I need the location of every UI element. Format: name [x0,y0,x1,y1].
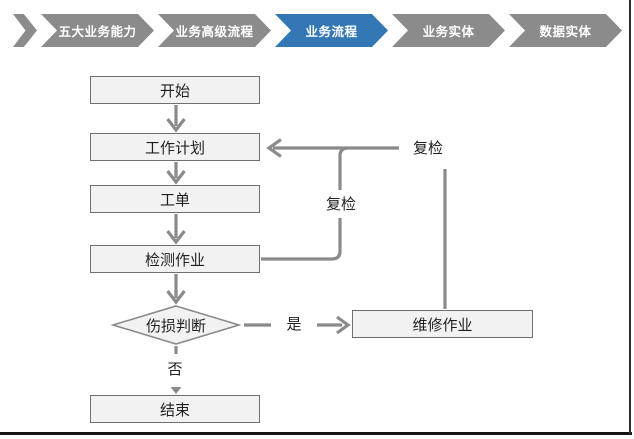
arrowhead-down-icon [166,118,186,133]
nav-item-data-entity[interactable]: 数据实体 [509,14,622,47]
node-label: 结束 [159,400,190,419]
node-label: 维修作业 [412,315,473,334]
edge-label-recheck-outer: 复检 [403,138,453,158]
breadcrumb-nav: 五大业务能力 业务高级流程 业务流程 业务实体 数据实体 [13,14,622,47]
nav-item-five-capabilities[interactable]: 五大业务能力 [41,14,154,47]
node-label: 伤损判断 [145,316,206,335]
nav-item-business-process-active[interactable]: 业务流程 [275,14,388,47]
flow-node-inspection-job: 检测作业 [90,245,260,273]
arrowhead-right-icon [336,315,351,335]
flow-node-damage-decision: 伤损判断 [126,315,226,335]
node-label: 开始 [159,81,190,100]
arrowhead-down-small-icon [170,387,182,394]
flow-node-repair-job: 维修作业 [352,310,533,338]
arrowhead-down-icon [166,290,186,305]
nav-item-label: 五大业务能力 [58,24,137,39]
chevron-lead-icon [13,14,37,47]
nav-item-label: 业务实体 [422,24,475,39]
nav-item-advanced-process[interactable]: 业务高级流程 [158,14,271,47]
arrowhead-left-icon [266,138,282,158]
edge-label-no: 否 [160,359,190,379]
node-label: 检测作业 [144,250,205,269]
flow-node-end: 结束 [90,395,260,423]
edge-label-yes: 是 [279,314,309,334]
recheck-inner-upper-segment [338,146,349,190]
nav-item-label: 数据实体 [539,24,592,39]
arrowhead-down-icon [166,230,186,245]
flow-node-work-plan: 工作计划 [90,133,260,161]
arrowhead-down-icon [166,170,186,185]
recheck-inner-lower-segment [261,218,342,261]
node-label: 工作计划 [144,138,205,157]
nav-item-label: 业务流程 [305,24,358,39]
nav-item-label: 业务高级流程 [175,24,254,39]
edge-label-recheck-inner: 复检 [316,194,366,214]
slide-right-border [629,0,631,434]
node-label: 工单 [159,190,190,209]
flow-node-work-order: 工单 [90,185,260,213]
flow-node-start: 开始 [90,76,260,104]
slide-bottom-border [0,432,632,435]
nav-item-business-entity[interactable]: 业务实体 [392,14,505,47]
